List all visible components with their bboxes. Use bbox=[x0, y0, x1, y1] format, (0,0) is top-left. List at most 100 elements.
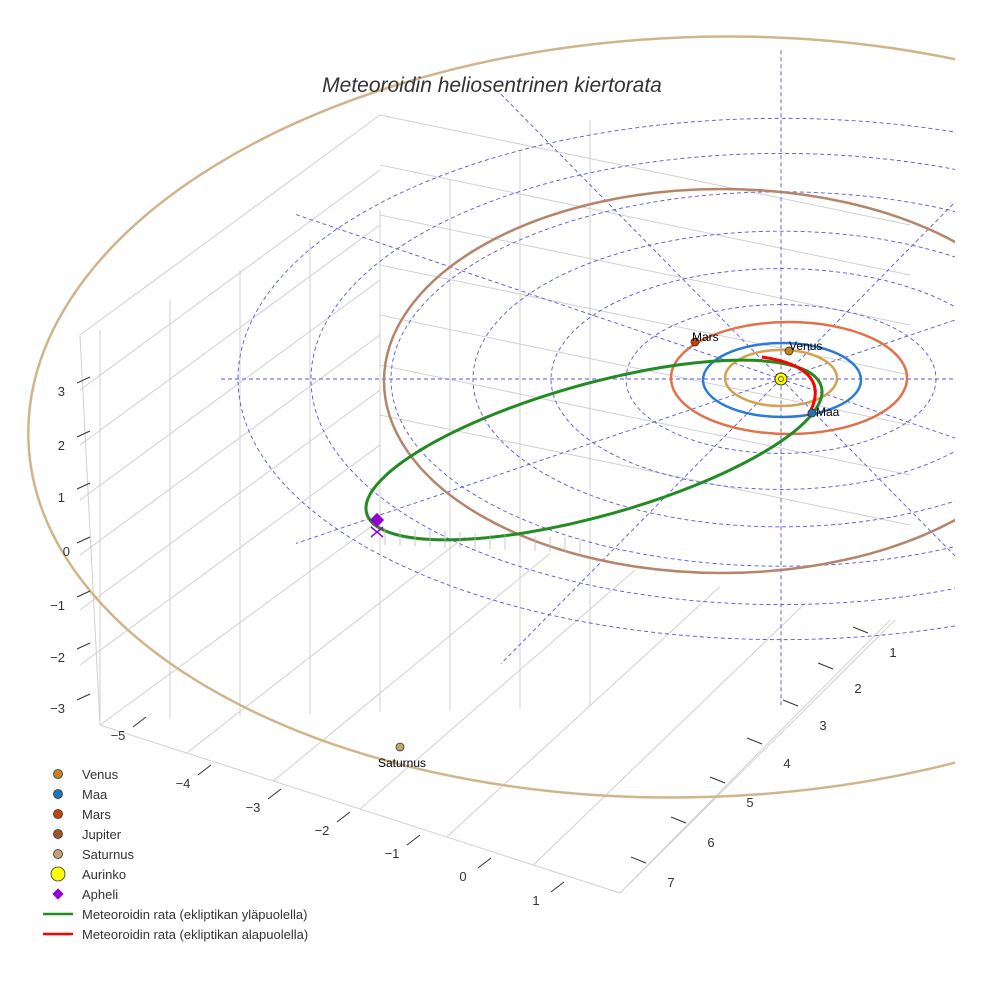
legend-label: Apheli bbox=[82, 886, 119, 902]
sun-inner bbox=[778, 376, 784, 382]
venus-orbit bbox=[723, 348, 839, 408]
y-tick bbox=[817, 662, 834, 670]
marker-icon bbox=[38, 765, 78, 783]
mars-marker bbox=[690, 337, 700, 347]
legend-item[interactable]: Aurinko bbox=[38, 864, 308, 884]
z-tick-label: 1 bbox=[58, 490, 65, 505]
y-tick bbox=[670, 816, 687, 824]
saturn-orbit bbox=[27, 35, 955, 799]
legend-label: Meteoroidin rata (ekliptikan yläpuolella… bbox=[82, 906, 308, 922]
y-tick-label: 1 bbox=[889, 645, 896, 660]
grid-line bbox=[446, 586, 721, 838]
axis-line bbox=[99, 724, 621, 894]
y-tick bbox=[630, 856, 647, 864]
z-tick bbox=[76, 642, 91, 650]
grid-line bbox=[379, 264, 911, 376]
grid-line bbox=[619, 619, 891, 894]
saturn-marker-label: Saturnus bbox=[378, 756, 426, 770]
x-tick bbox=[550, 881, 565, 893]
legend-label: Saturnus bbox=[82, 846, 135, 862]
y-tick bbox=[709, 776, 726, 784]
grid-line bbox=[379, 364, 911, 476]
grid-line bbox=[79, 279, 381, 501]
meteoroid-orbit-below bbox=[761, 355, 817, 417]
x-tick-label: −3 bbox=[246, 800, 261, 815]
z-tick-label: 2 bbox=[58, 438, 65, 453]
z-tick-label: −3 bbox=[50, 701, 65, 716]
grid-line bbox=[79, 114, 381, 336]
x-tick bbox=[197, 764, 212, 776]
x-tick bbox=[477, 857, 492, 869]
z-tick bbox=[76, 536, 91, 544]
marker-icon bbox=[38, 825, 78, 843]
y-tick-label: 6 bbox=[707, 835, 714, 850]
aphelion-marker bbox=[369, 512, 385, 528]
grid-line bbox=[532, 602, 806, 866]
venus-marker bbox=[784, 346, 794, 356]
chart-title: Meteoroidin heliosentrinen kiertorata bbox=[322, 74, 662, 97]
sun-marker bbox=[774, 372, 788, 386]
legend-item[interactable]: Saturnus bbox=[38, 844, 308, 864]
legend-item[interactable]: Meteoroidin rata (ekliptikan yläpuolella… bbox=[38, 904, 308, 924]
z-tick bbox=[76, 590, 91, 598]
mars-marker-label: Mars bbox=[692, 330, 719, 344]
grid-line bbox=[379, 414, 911, 526]
diamond-icon bbox=[38, 885, 78, 903]
z-tick bbox=[76, 482, 91, 490]
venus-marker-label: Venus bbox=[789, 339, 822, 353]
grid-line bbox=[79, 389, 381, 611]
legend-label: Jupiter bbox=[82, 826, 122, 842]
meteoroid-orbit-above bbox=[364, 358, 824, 542]
legend-label: Venus bbox=[82, 766, 119, 782]
earth-marker bbox=[807, 408, 817, 418]
grid-line bbox=[359, 569, 636, 810]
y-tick bbox=[852, 626, 869, 634]
legend-item[interactable]: Maa bbox=[38, 784, 308, 804]
jupiter-orbit bbox=[382, 187, 955, 575]
grid-line bbox=[379, 164, 911, 276]
x-tick bbox=[267, 788, 282, 800]
legend-item[interactable]: Meteoroidin rata (ekliptikan alapuolella… bbox=[38, 924, 308, 944]
z-tick-label: 0 bbox=[63, 544, 70, 559]
y-tick-label: 3 bbox=[819, 718, 826, 733]
legend-label: Aurinko bbox=[82, 866, 127, 882]
x-tick-label: −2 bbox=[315, 823, 330, 838]
marker-icon bbox=[38, 865, 78, 883]
legend-label: Meteoroidin rata (ekliptikan alapuolella… bbox=[82, 926, 309, 942]
legend-label: Mars bbox=[82, 806, 111, 822]
grid-line bbox=[79, 169, 381, 391]
earth-orbit bbox=[701, 341, 863, 419]
marker-icon bbox=[38, 805, 78, 823]
x-tick-label: −1 bbox=[385, 846, 400, 861]
legend-item[interactable]: Jupiter bbox=[38, 824, 308, 844]
meteoroid-orbit bbox=[364, 355, 824, 553]
x-tick-label: −4 bbox=[176, 776, 191, 791]
y-tick bbox=[746, 737, 763, 745]
y-tick-label: 7 bbox=[667, 875, 674, 890]
z-tick-label: −1 bbox=[50, 598, 65, 613]
x-tick-label: 1 bbox=[532, 893, 539, 908]
x-tick bbox=[406, 834, 421, 846]
x-tick-label: −5 bbox=[111, 728, 126, 743]
grid-line bbox=[99, 519, 381, 726]
grid-line bbox=[273, 552, 551, 782]
axis-line bbox=[619, 619, 896, 894]
saturn-marker bbox=[395, 742, 405, 752]
grid-line bbox=[186, 536, 466, 754]
legend-label: Maa bbox=[82, 786, 108, 802]
grid-line bbox=[79, 224, 381, 446]
z-tick-label: 3 bbox=[58, 384, 65, 399]
legend-item[interactable]: Mars bbox=[38, 804, 308, 824]
legend-item[interactable]: Apheli bbox=[38, 884, 308, 904]
aphelion-projection-marker bbox=[370, 526, 384, 538]
grid-line bbox=[379, 214, 911, 326]
z-tick bbox=[76, 430, 91, 438]
legend-item[interactable]: Venus bbox=[38, 764, 308, 784]
grid-line bbox=[379, 114, 911, 226]
y-tick bbox=[782, 699, 799, 707]
line-icon bbox=[38, 931, 78, 937]
